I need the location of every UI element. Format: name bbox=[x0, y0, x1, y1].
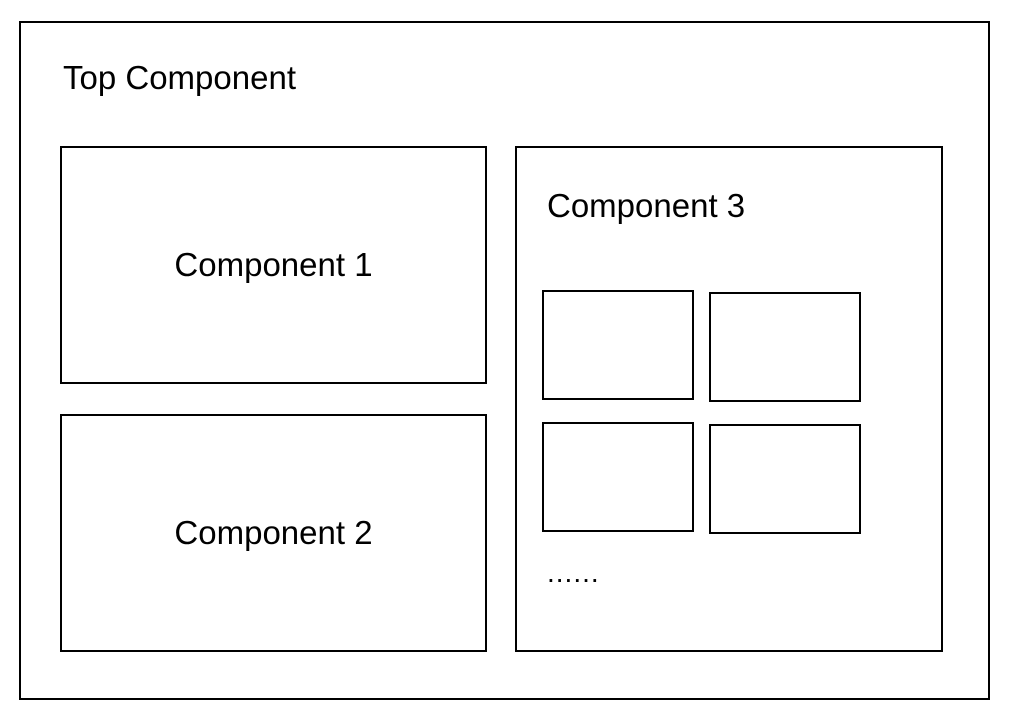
more-children-indicator: ...... bbox=[547, 557, 600, 588]
component-2-label: Component 2 bbox=[174, 514, 373, 551]
component-3-child-box bbox=[542, 422, 694, 532]
component-3-child-box bbox=[542, 290, 694, 400]
top-component-label: Top Component bbox=[63, 59, 296, 96]
component-1-box: Component 1 bbox=[60, 146, 487, 384]
component-1-label: Component 1 bbox=[174, 246, 373, 283]
component-3-label: Component 3 bbox=[547, 187, 746, 224]
component-2-box: Component 2 bbox=[60, 414, 487, 652]
component-3-child-box bbox=[709, 292, 861, 402]
component-3-child-box bbox=[709, 424, 861, 534]
